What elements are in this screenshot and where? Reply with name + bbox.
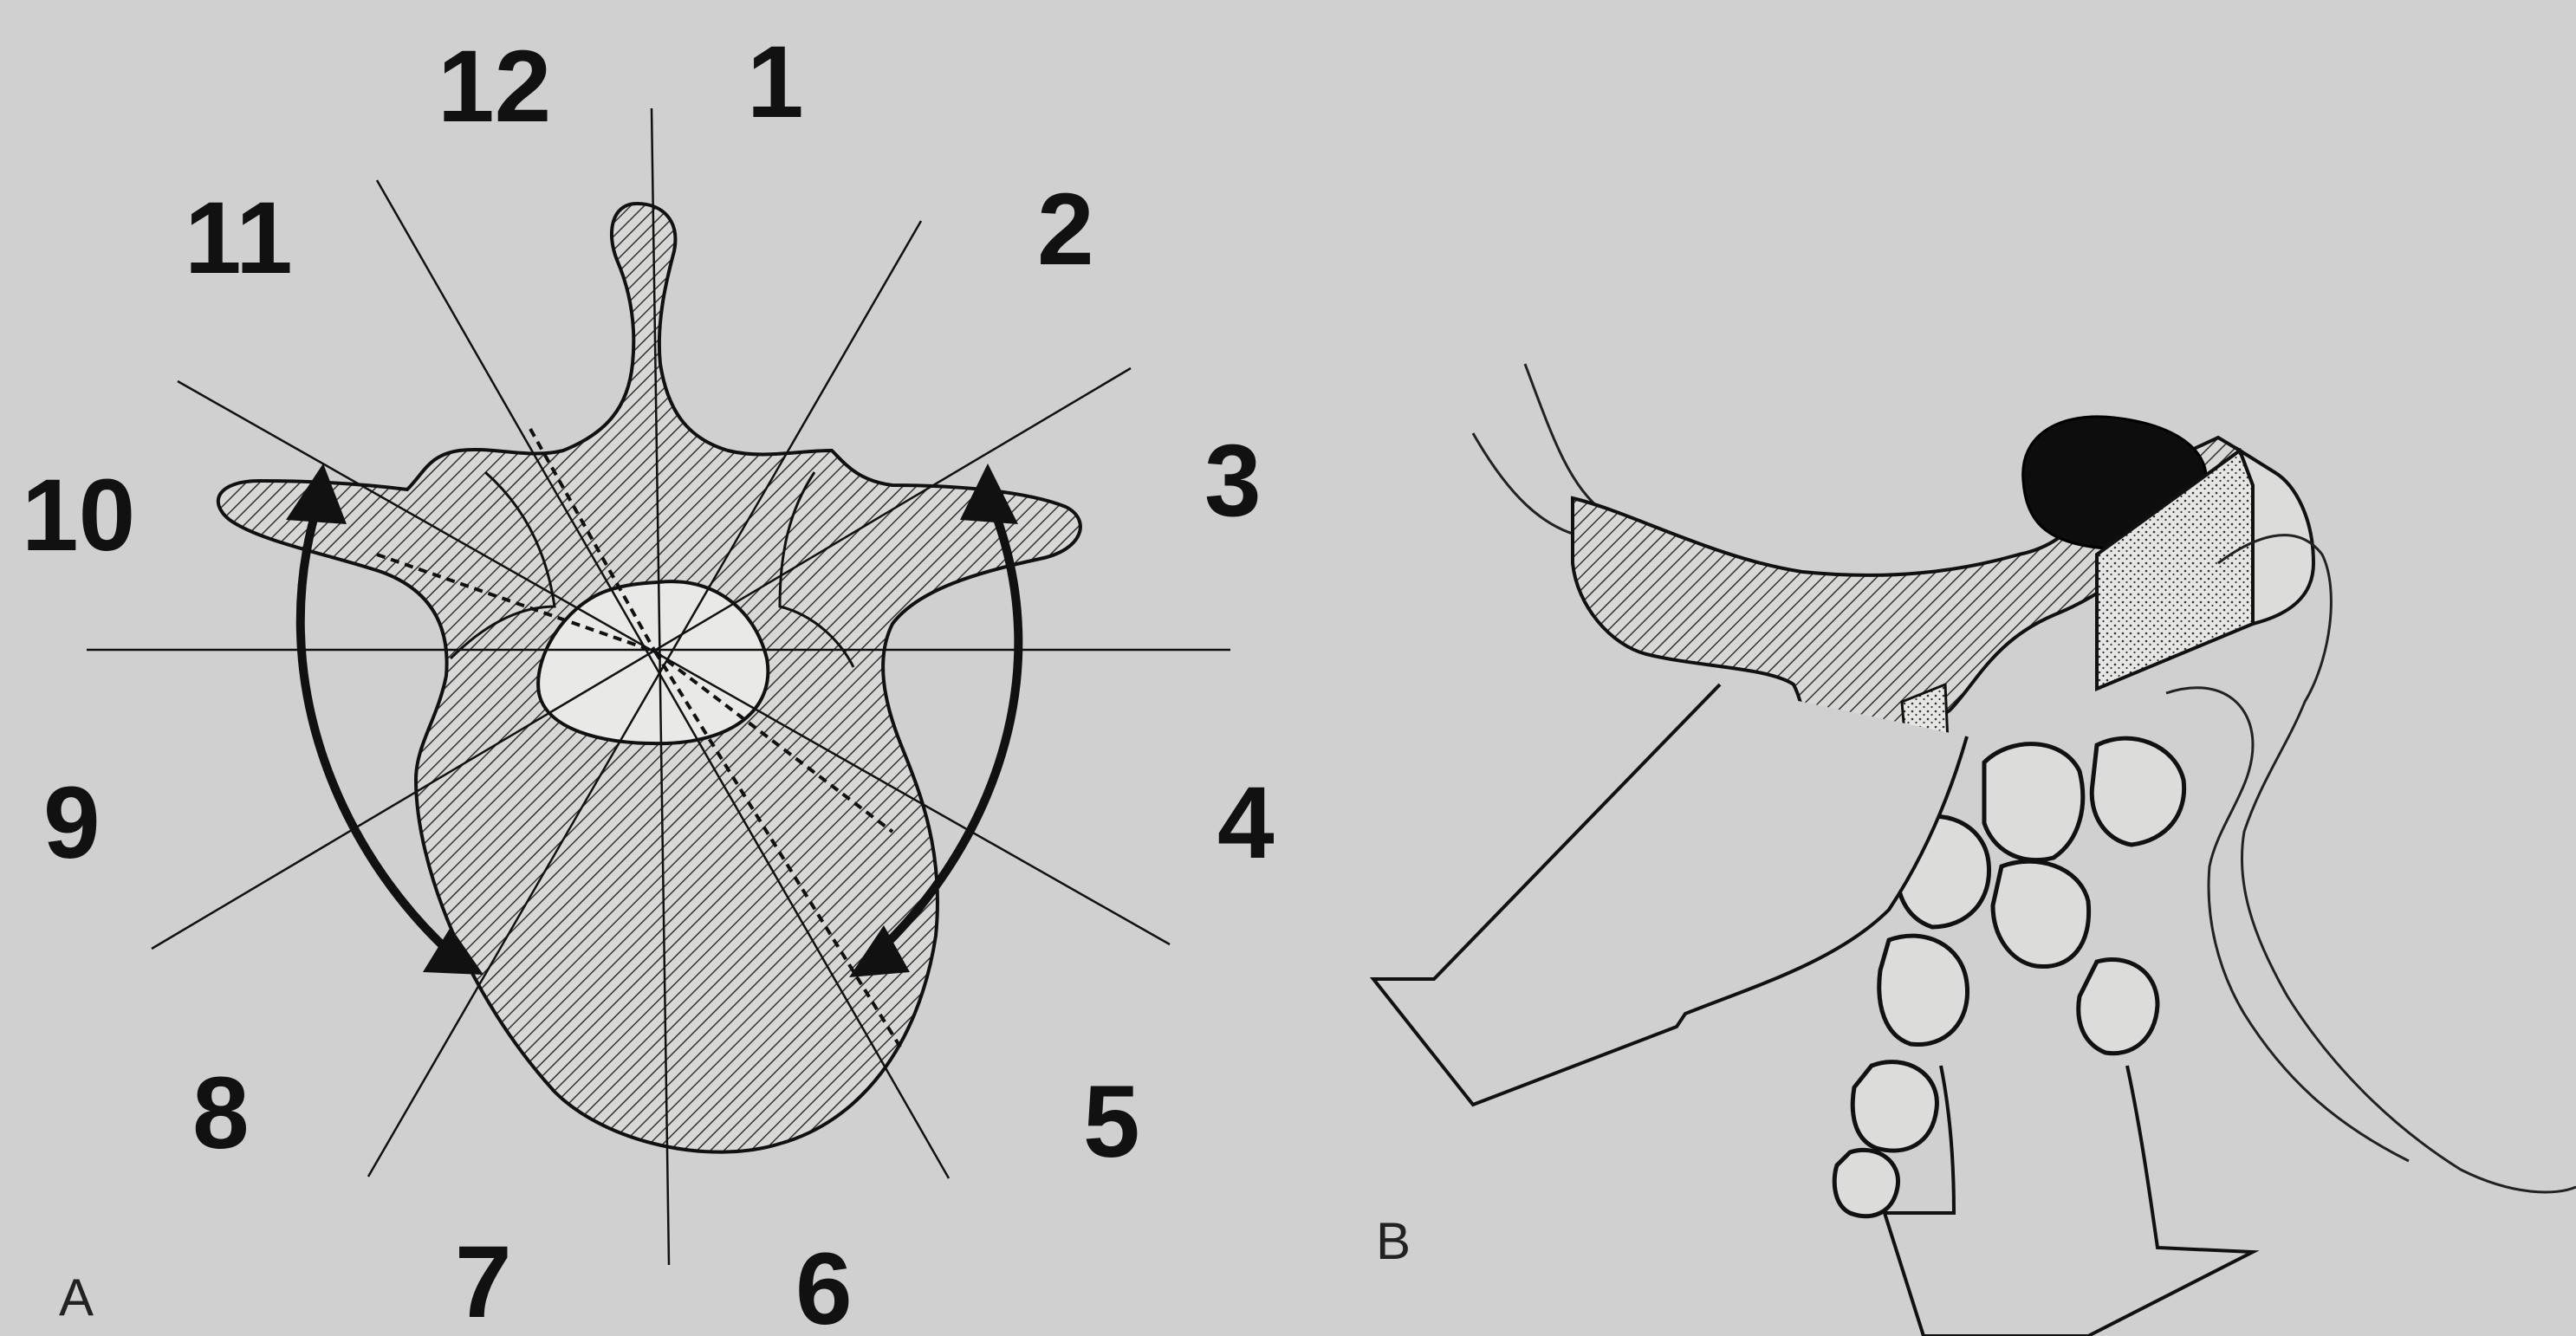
clock-12: 12 [438,29,551,144]
clock-2: 2 [1037,172,1094,287]
panel-b: B [1373,364,2576,1336]
clock-8: 8 [192,1056,250,1171]
clock-10: 10 [22,458,135,573]
clock-9: 9 [43,766,101,880]
clock-7: 7 [455,1225,512,1336]
clock-1: 1 [747,25,804,139]
approach-arrow-bottom [1885,1066,2253,1336]
clock-4: 4 [1217,766,1275,880]
clock-11: 11 [185,181,293,295]
clock-5: 5 [1083,1065,1140,1179]
clock-6: 6 [795,1232,853,1336]
panel-a-label: A [59,1268,94,1326]
panel-a: 1 2 3 4 5 6 7 8 9 10 11 12 A [22,25,1275,1336]
clock-3: 3 [1204,424,1262,538]
approach-arrow-left [1373,684,1967,1105]
panel-b-label: B [1376,1212,1411,1270]
